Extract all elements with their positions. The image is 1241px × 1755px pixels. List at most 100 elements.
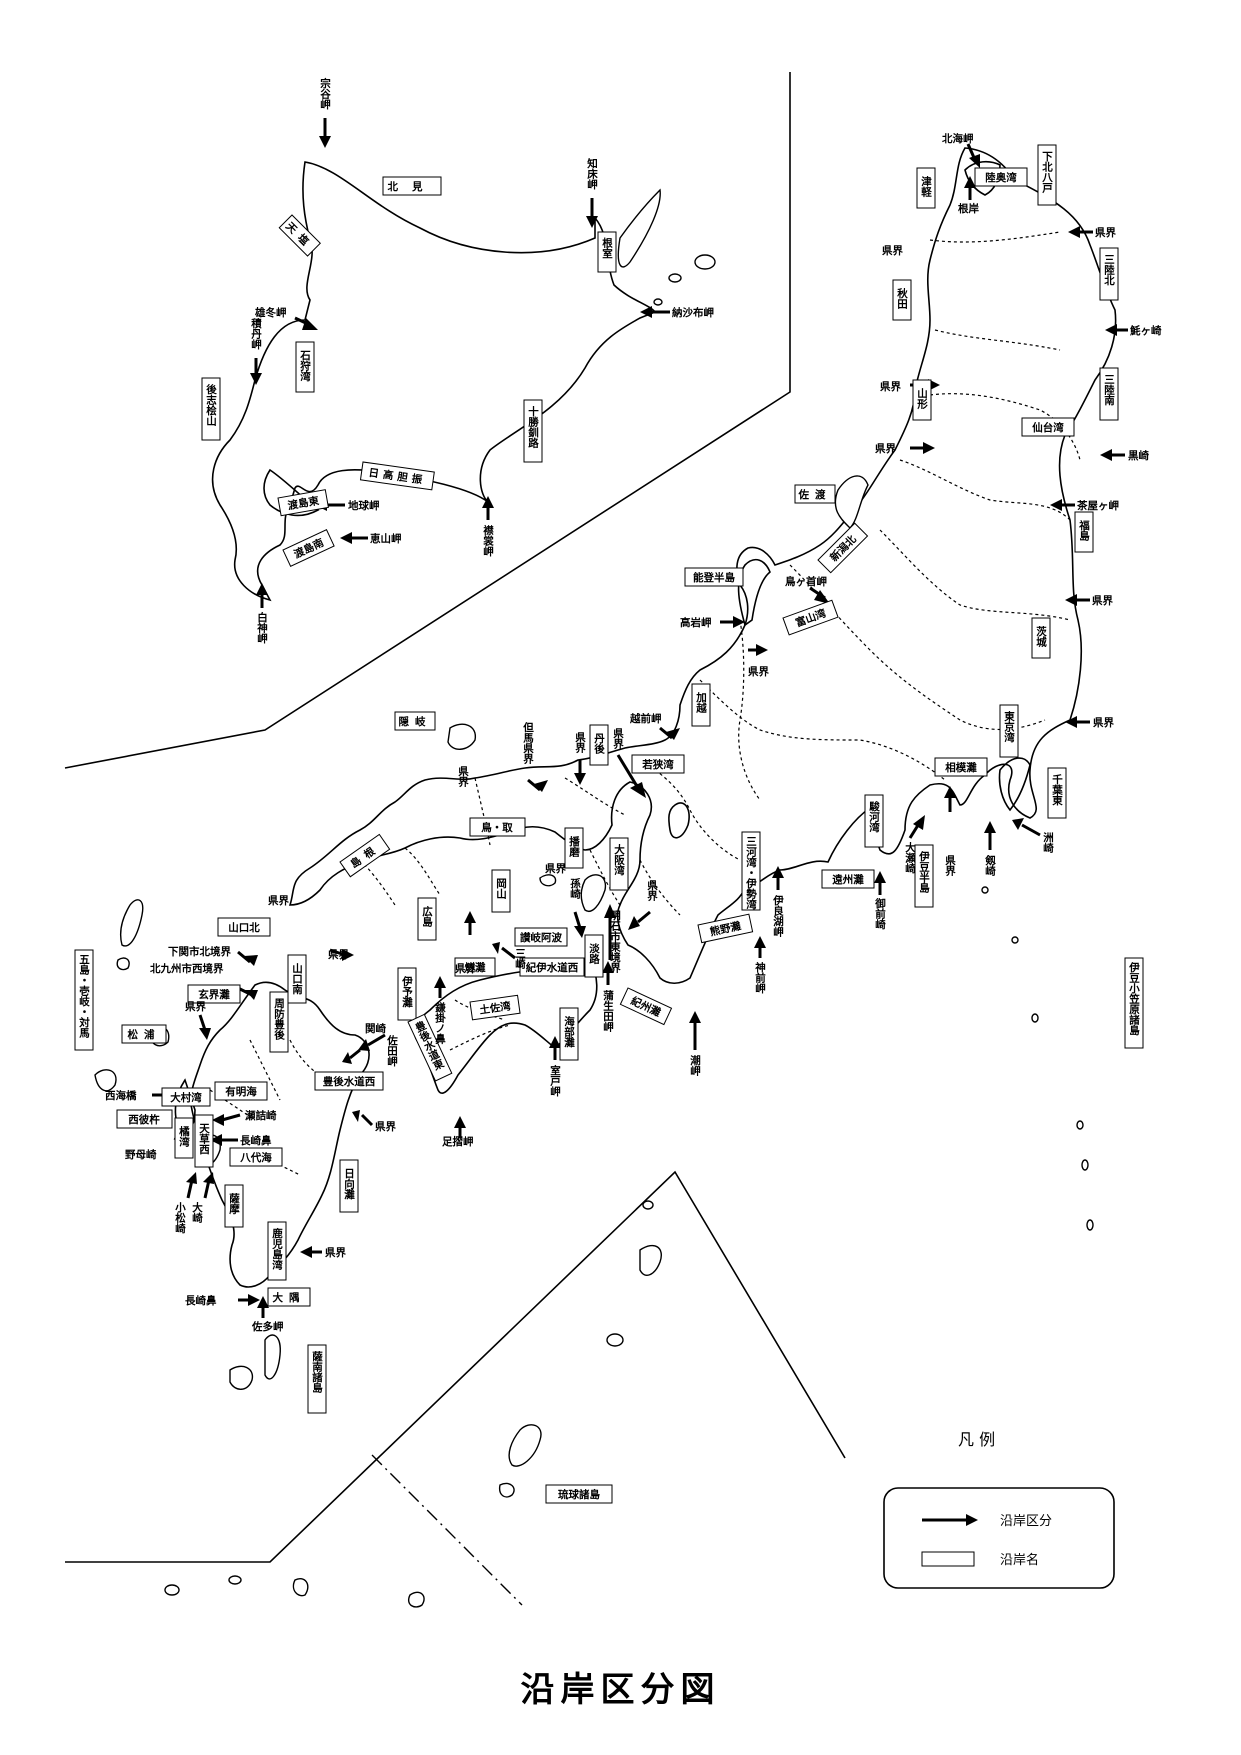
point-label-gamoda: 蒲生田岬 bbox=[602, 989, 614, 1033]
svg-text:隠岐: 隠岐 bbox=[399, 715, 432, 728]
coast-label-kaifu-sea: 海部灘 bbox=[559, 1007, 579, 1061]
point-label-negishi: 根岸 bbox=[958, 202, 979, 215]
point-label-ofuyu: 雄冬岬 bbox=[254, 306, 287, 319]
point-label-border-19: 県界 bbox=[325, 1247, 346, 1259]
svg-text:伊予灘: 伊予灘 bbox=[401, 975, 413, 1008]
svg-text:東京湾: 東京湾 bbox=[1003, 710, 1015, 743]
coast-label-kishu-sea: 紀州灘 bbox=[619, 987, 673, 1026]
kunashiri-island bbox=[617, 188, 661, 268]
coast-label-mutsu-bay: 陸奥湾 bbox=[974, 167, 1028, 187]
izu-islet-1 bbox=[981, 886, 989, 894]
legend-label-coast-name: 沿岸名 bbox=[1000, 1552, 1039, 1568]
point-label-border-5: 県界 bbox=[1092, 595, 1114, 607]
coast-label-bungo-channel-west: 豊後水道西 bbox=[314, 1071, 384, 1091]
svg-text:播磨: 播磨 bbox=[568, 835, 580, 858]
coast-label-tottori: 鳥・取 bbox=[469, 817, 526, 837]
svg-text:淡路: 淡路 bbox=[588, 943, 600, 965]
svg-text:茨城: 茨城 bbox=[1035, 625, 1047, 648]
point-label-soya: 宗谷岬 bbox=[319, 77, 331, 110]
point-label-chayagasaki: 茶屋ヶ岬 bbox=[1076, 499, 1119, 512]
tsushima-island bbox=[120, 899, 144, 947]
point-label-sekizaki: 関崎 bbox=[365, 1022, 386, 1035]
svg-text:讃岐阿波: 讃岐阿波 bbox=[520, 931, 562, 944]
svg-text:薩南諸島: 薩南諸島 bbox=[311, 1350, 323, 1394]
point-label-sadamisaki: 佐田岬 bbox=[386, 1034, 398, 1067]
svg-text:海部灘: 海部灘 bbox=[563, 1015, 575, 1048]
svg-text:下北八戸: 下北八戸 bbox=[1041, 151, 1053, 194]
coast-label-noto-peninsula: 能登半島 bbox=[684, 567, 744, 587]
svg-text:千葉東: 千葉東 bbox=[1051, 773, 1063, 806]
hokkaido-islet-1 bbox=[668, 273, 682, 283]
svg-text:佐渡: 佐渡 bbox=[798, 488, 832, 501]
point-label-nomozaki: 野母崎 bbox=[125, 1148, 157, 1161]
legend: 凡 例 沿岸区分 沿岸名 bbox=[883, 1430, 1115, 1589]
point-label-nagasakibana-2: 長崎鼻 bbox=[185, 1294, 217, 1307]
svg-text:山口南: 山口南 bbox=[291, 962, 303, 995]
svg-text:橘湾: 橘湾 bbox=[178, 1125, 190, 1148]
coast-label-chiba-east: 千葉東 bbox=[1047, 767, 1067, 819]
point-label-omaezaki: 御前崎 bbox=[874, 897, 886, 930]
coast-name-labels: 北見 天塩 根室 石狩湾 後志桧山 十勝釧路 日高胆振 渡島東 渡島南 陸奥湾 … bbox=[74, 144, 1144, 1504]
svg-text:渡島東: 渡島東 bbox=[287, 494, 321, 512]
coast-label-satsunan-islands: 薩南諸島 bbox=[307, 1344, 327, 1414]
coast-label-tosa-bay: 土佐湾 bbox=[469, 994, 521, 1021]
izu-islet-4 bbox=[1076, 1120, 1084, 1130]
izu-islet-3 bbox=[1031, 1013, 1039, 1023]
point-label-esan: 恵山岬 bbox=[370, 532, 402, 545]
coast-label-sado: 佐渡 bbox=[794, 484, 836, 504]
svg-text:山口北: 山口北 bbox=[228, 921, 260, 934]
coast-label-mikawa-ise-bay: 三河湾・伊勢湾 bbox=[741, 831, 761, 911]
coast-label-genkai-sea: 玄界灘 bbox=[187, 984, 241, 1004]
yakushima-island bbox=[229, 1365, 254, 1390]
svg-text:豊後水道西: 豊後水道西 bbox=[323, 1075, 376, 1088]
coast-label-sagami-sea: 相模灘 bbox=[934, 757, 988, 777]
coast-label-yatsushiro-sea: 八代海 bbox=[229, 1147, 283, 1167]
svg-text:広島: 広島 bbox=[421, 905, 433, 928]
point-label-tajima-border: 但馬県界 bbox=[522, 721, 534, 765]
oki-island bbox=[447, 723, 476, 750]
svg-text:鹿児島湾: 鹿児島湾 bbox=[271, 1227, 283, 1271]
izu-islet-2 bbox=[1011, 936, 1019, 944]
svg-text:丹後: 丹後 bbox=[593, 733, 605, 755]
coast-label-kitami: 北見 bbox=[382, 176, 442, 196]
point-label-torigakubi: 鳥ヶ首岬 bbox=[785, 575, 827, 588]
svg-text:玄界灘: 玄界灘 bbox=[198, 988, 230, 1001]
coast-label-tsugaru: 津軽 bbox=[916, 167, 936, 209]
coast-label-shimokita-hachinohe: 下北八戸 bbox=[1037, 144, 1057, 206]
legend-box-symbol bbox=[921, 1551, 975, 1567]
coast-label-toyama-bay: 富山湾 bbox=[782, 599, 839, 636]
division-point-labels: 宗谷岬 知床岬 納沙布岬 雄冬岬 積丹岬 地球岬 恵山岬 襟裳岬 白神岬 北海岬… bbox=[105, 77, 1162, 1333]
point-label-osezaki: 大瀬崎 bbox=[904, 841, 916, 874]
coast-label-shiribeshi-hiyama: 後志桧山 bbox=[201, 377, 221, 441]
coast-label-tachibana-bay: 橘湾 bbox=[174, 1117, 194, 1159]
coast-label-sanriku-south: 三陸南 bbox=[1099, 367, 1119, 421]
point-label-border-1: 県界 bbox=[1095, 227, 1117, 239]
point-label-shiretoko: 知床岬 bbox=[586, 157, 598, 190]
svg-text:岡山: 岡山 bbox=[495, 878, 507, 900]
coast-label-izu-peninsula: 伊豆半島 bbox=[914, 844, 934, 908]
svg-text:加越: 加越 bbox=[695, 691, 707, 714]
point-label-todogasaki: 魹ヶ崎 bbox=[1129, 324, 1162, 337]
coast-label-hidaka-iburi: 日高胆振 bbox=[359, 461, 435, 491]
coast-label-izu-ogasawara: 伊豆小笠原諸島 bbox=[1124, 957, 1144, 1049]
legend-title: 凡 例 bbox=[958, 1430, 995, 1449]
svg-text:燧灘: 燧灘 bbox=[465, 961, 486, 974]
ryukyu-islet-4 bbox=[164, 1584, 180, 1596]
point-label-akashi-east: 明石市東境界 bbox=[609, 910, 621, 974]
ryukyu-islet-2 bbox=[408, 1591, 425, 1608]
point-label-border-16: 県界 bbox=[185, 1001, 206, 1013]
svg-text:三陸南: 三陸南 bbox=[1103, 374, 1115, 406]
point-label-magosaki: 孫崎 bbox=[569, 877, 581, 900]
coast-label-kumano-sea: 熊野灘 bbox=[697, 913, 754, 944]
point-label-border-8: 県界 bbox=[574, 732, 586, 754]
point-label-border-9: 県界 bbox=[612, 728, 624, 750]
noto-peninsula bbox=[737, 558, 771, 627]
point-label-border-15: 県界 bbox=[328, 949, 349, 961]
hokkaido-southwest-bay bbox=[263, 468, 320, 517]
point-label-kitakyushu-west: 北九州市西境界 bbox=[150, 962, 224, 975]
svg-text:西彼杵: 西彼杵 bbox=[128, 1113, 160, 1126]
coast-label-fukushima: 福島 bbox=[1074, 511, 1094, 553]
point-label-irago: 伊良湖岬 bbox=[772, 894, 784, 938]
coast-label-hiuchi-sea: 燧灘 bbox=[454, 957, 496, 977]
sado-island bbox=[834, 475, 869, 529]
